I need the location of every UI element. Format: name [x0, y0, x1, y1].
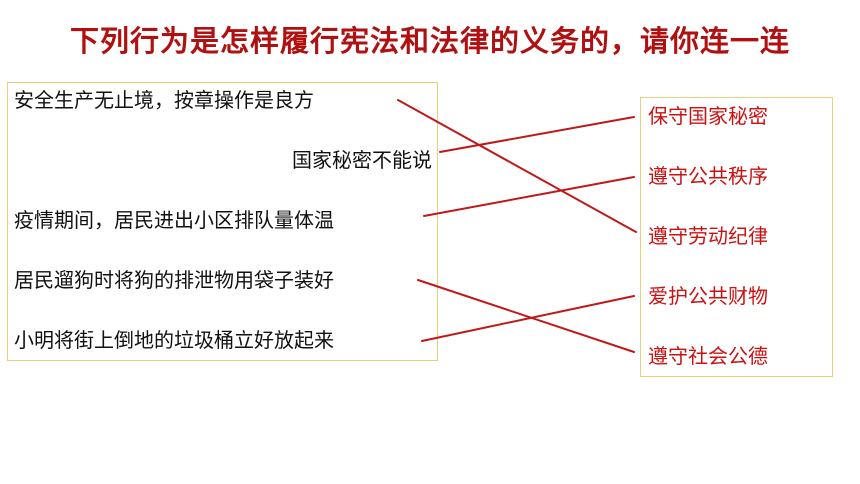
duty-item-social-ethics: 遵守社会公德: [648, 344, 768, 368]
connector-line-2: [439, 116, 635, 153]
behavior-item-dog-waste: 居民遛狗时将狗的排泄物用袋子装好: [14, 268, 334, 292]
duties-box: [640, 97, 833, 377]
behavior-item-state-secrets: 国家秘密不能说: [292, 148, 432, 172]
connector-line-4: [417, 279, 635, 353]
behavior-item-temperature-check: 疫情期间，居民进出小区排队量体温: [14, 208, 334, 232]
duty-item-labor-discipline: 遵守劳动纪律: [648, 224, 768, 248]
connector-line-5: [421, 295, 635, 342]
exercise-title: 下列行为是怎样履行宪法和法律的义务的，请你连一连: [69, 24, 790, 58]
behavior-item-trash-bin: 小明将街上倒地的垃圾桶立好放起来: [14, 328, 334, 352]
connector-line-3: [423, 176, 635, 217]
duty-item-public-property: 爱护公共财物: [648, 284, 768, 308]
duty-item-public-order: 遵守公共秩序: [648, 164, 768, 188]
behavior-item-safety-production: 安全生产无止境，按章操作是良方: [14, 88, 314, 112]
duty-item-keep-state-secrets: 保守国家秘密: [648, 104, 768, 128]
